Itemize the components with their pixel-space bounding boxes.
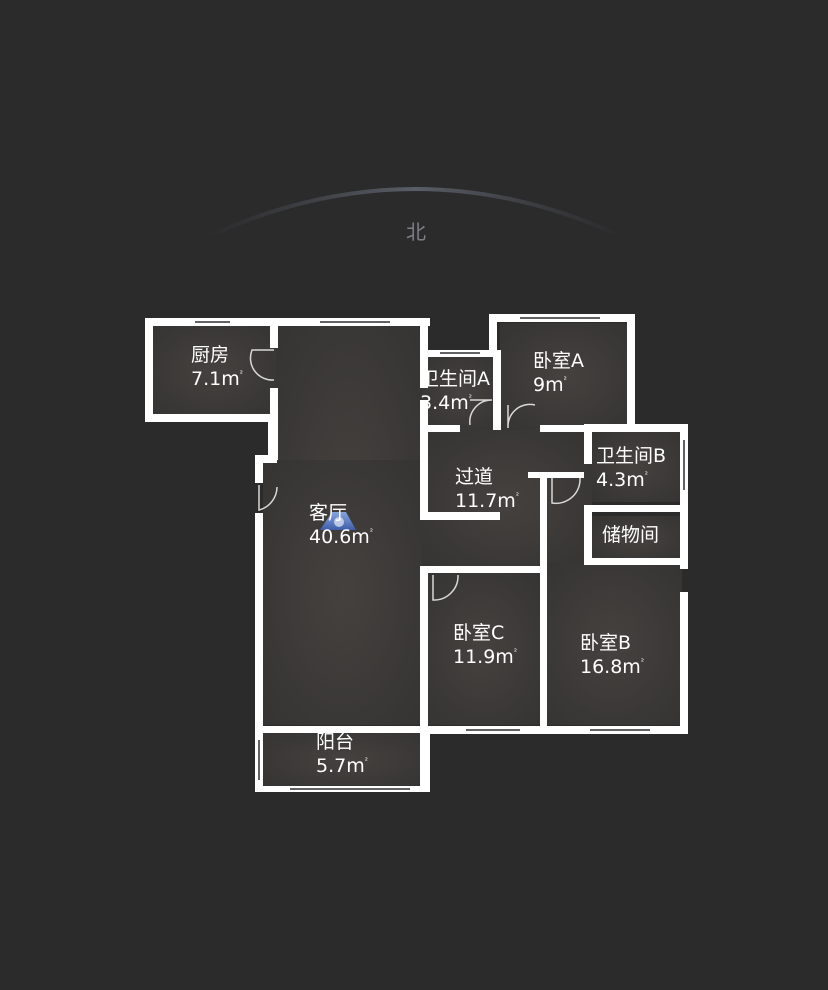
wall — [420, 400, 428, 520]
wall — [680, 424, 688, 569]
door-bedroom-a — [507, 403, 536, 429]
north-label: 北 — [406, 220, 426, 244]
room-name: 卫生间A — [420, 368, 490, 390]
windows — [195, 317, 685, 790]
wall — [584, 424, 592, 464]
viewer-position-dot[interactable] — [334, 517, 344, 527]
room-area: 16.8m² — [580, 655, 645, 678]
floor-bedroom-b — [542, 562, 682, 725]
room-label-bath-a[interactable]: 卫生间A 3.4m² — [420, 368, 490, 416]
compass-arc — [204, 187, 626, 240]
wall — [584, 424, 688, 432]
wall — [145, 318, 153, 422]
room-label-bedroom-b[interactable]: 卧室B 16.8m² — [580, 632, 644, 680]
room-area: 5.7m² — [316, 754, 368, 777]
room-name: 过道 — [455, 466, 494, 488]
wall — [420, 425, 460, 432]
wall — [420, 726, 430, 792]
room-area: 11.9m² — [453, 645, 518, 668]
wall — [145, 414, 271, 422]
room-floors — [152, 323, 682, 788]
room-area: 7.1m² — [191, 367, 243, 390]
floor-bedroom-a — [500, 323, 630, 430]
room-name: 储物间 — [602, 524, 660, 546]
wall — [420, 566, 542, 573]
wall — [255, 726, 425, 733]
wall — [270, 388, 278, 422]
room-area: 9m² — [533, 373, 567, 396]
room-area: 4.3m² — [596, 468, 648, 491]
room-name: 卧室B — [580, 632, 632, 654]
wall — [255, 455, 277, 463]
wall — [584, 505, 688, 512]
room-name: 卫生间B — [596, 445, 667, 467]
wall — [255, 513, 263, 733]
room-area: 40.6m² — [309, 525, 374, 548]
floor-bath-b — [592, 430, 682, 502]
room-name: 卧室C — [453, 622, 505, 644]
floor-storage — [592, 516, 682, 562]
wall — [420, 512, 500, 520]
wall — [270, 318, 278, 348]
wall — [584, 505, 592, 565]
room-label-bath-b[interactable]: 卫生间B 4.3m² — [596, 445, 666, 493]
floor-bath-a — [422, 356, 500, 430]
room-area: 3.4m² — [420, 391, 472, 414]
wall — [680, 592, 688, 734]
floor-living-left — [263, 460, 422, 725]
door-kitchen — [249, 349, 275, 381]
wall — [255, 455, 263, 483]
door-bath-b — [551, 477, 581, 505]
room-label-bedroom-a[interactable]: 卧室A 9m² — [533, 350, 584, 398]
room-name: 厨房 — [191, 344, 230, 366]
wall — [268, 414, 278, 460]
room-label-storage[interactable]: 储物间 — [602, 524, 659, 548]
wall — [540, 478, 547, 728]
wall — [627, 314, 635, 432]
floor-hallway — [422, 430, 592, 570]
door-bedroom-c — [432, 574, 459, 601]
wall — [420, 726, 685, 734]
room-name: 卧室A — [533, 350, 584, 372]
wall — [528, 472, 584, 478]
room-name: 阳台 — [316, 731, 355, 753]
wall — [493, 350, 501, 430]
room-label-living[interactable]: 客厅 40.6m² — [309, 502, 373, 550]
room-area: 11.7m² — [455, 489, 520, 512]
door-living — [258, 485, 278, 511]
floor-balcony — [263, 731, 425, 788]
wall — [420, 566, 428, 736]
room-label-kitchen[interactable]: 厨房 7.1m² — [191, 344, 243, 392]
floor-kitchen — [152, 325, 276, 415]
room-label-bedroom-c[interactable]: 卧室C 11.9m² — [453, 622, 517, 670]
room-label-hallway[interactable]: 过道 11.7m² — [455, 466, 519, 514]
door-bath-a — [469, 399, 493, 426]
room-name: 客厅 — [309, 502, 348, 524]
wall — [584, 558, 688, 565]
doors — [249, 349, 581, 601]
room-label-balcony[interactable]: 阳台 5.7m² — [316, 731, 368, 779]
wall — [489, 314, 497, 354]
floor-bedroom-c — [422, 570, 542, 725]
